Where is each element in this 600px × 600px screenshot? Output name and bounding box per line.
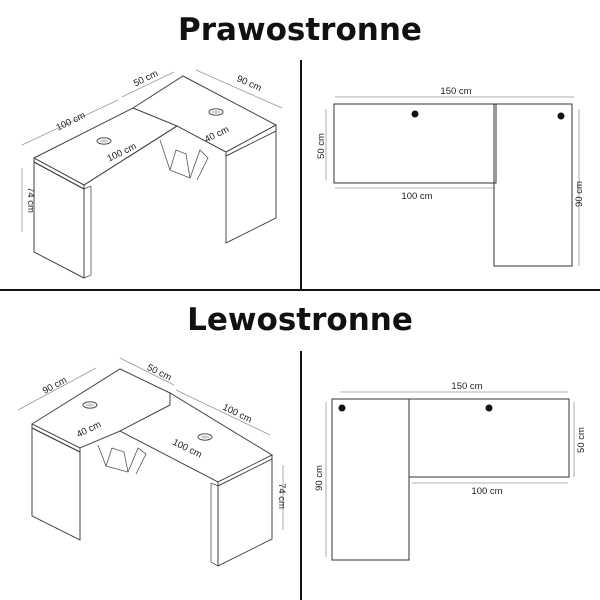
label-90-top: 90 cm xyxy=(235,73,263,94)
dim-line-90-top xyxy=(195,69,283,109)
label-50: 50 cm xyxy=(576,427,587,453)
desk-return-section xyxy=(331,398,410,561)
iso-drawing-right: 100 cm 50 cm 90 cm 100 cm 40 cm 74 cm xyxy=(21,68,283,279)
desk-return-section xyxy=(493,103,573,267)
grommet-dot-icon xyxy=(485,404,493,412)
label-100-top: 100 cm xyxy=(221,402,254,426)
label-100-top: 100 cm xyxy=(54,110,87,134)
horizontal-divider xyxy=(0,289,600,291)
section-title-right: Prawostronne xyxy=(178,12,422,48)
iso-drawing-left: 90 cm 50 cm 100 cm 40 cm 100 cm 74 cm xyxy=(17,357,287,567)
dim-line-50-top xyxy=(119,357,175,386)
label-90: 90 cm xyxy=(314,465,325,491)
section-title-left: Lewostronne xyxy=(187,302,413,338)
label-50: 50 cm xyxy=(316,133,327,159)
grommet-dot-icon xyxy=(411,110,419,118)
label-74: 74 cm xyxy=(25,187,36,213)
dim-line-100-top xyxy=(21,99,119,146)
vertical-divider-top xyxy=(300,60,302,289)
label-50-top: 50 cm xyxy=(145,362,173,383)
label-90: 90 cm xyxy=(574,181,585,207)
plan-drawing-left: 150 cm 90 cm 100 cm 50 cm xyxy=(314,381,587,561)
desk-main-section xyxy=(408,398,570,478)
label-150: 150 cm xyxy=(451,381,482,392)
desk-main-section xyxy=(333,103,497,184)
label-100: 100 cm xyxy=(401,191,432,202)
label-150: 150 cm xyxy=(440,86,471,97)
right-leg-front xyxy=(217,458,273,567)
dim-line-50-top xyxy=(121,71,175,98)
vertical-divider-bottom xyxy=(300,351,302,600)
dim-line-90-top xyxy=(17,367,97,411)
label-90-top: 90 cm xyxy=(41,375,69,397)
label-74: 74 cm xyxy=(276,483,287,509)
label-50-top: 50 cm xyxy=(132,68,160,89)
plan-drawing-right: 150 cm 50 cm 100 cm 90 cm xyxy=(316,86,585,267)
dim-line-100-top xyxy=(175,389,271,436)
grommet-dot-icon xyxy=(338,404,346,412)
support-bracket xyxy=(97,444,147,475)
desktop-surface xyxy=(30,368,274,483)
grommet-dot-icon xyxy=(557,112,565,120)
label-100: 100 cm xyxy=(471,486,502,497)
support-bracket xyxy=(159,139,209,181)
